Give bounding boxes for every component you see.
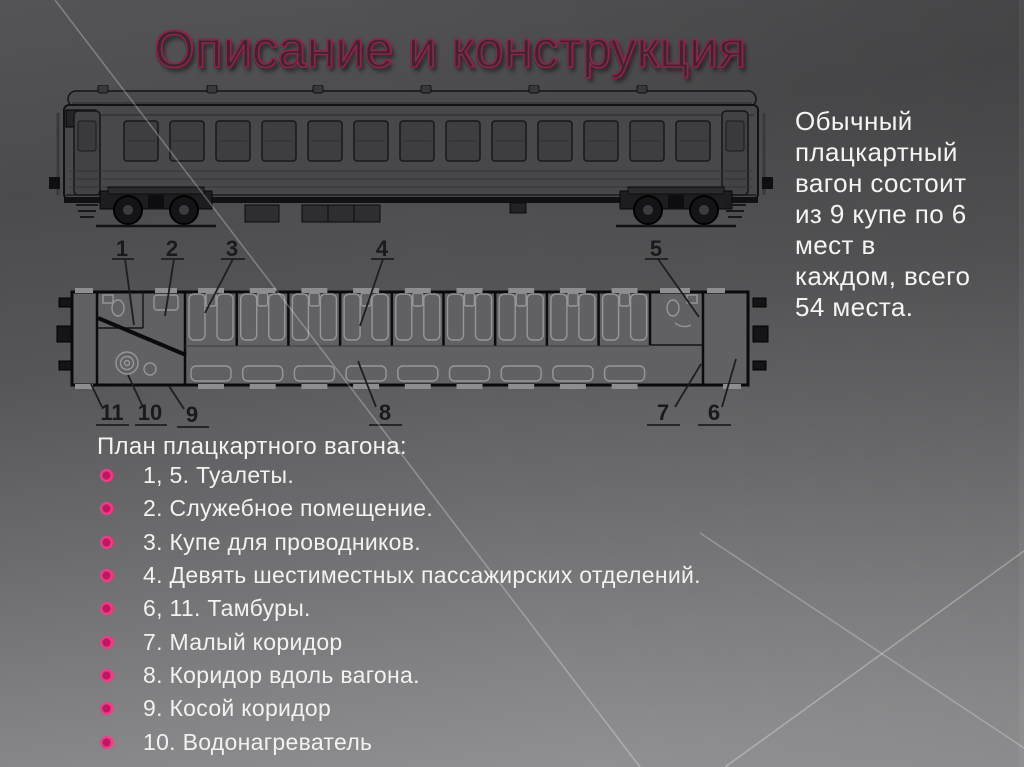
legend-item-text: 9. Косой коридор <box>143 695 332 722</box>
description-line: плацкартный <box>795 137 958 167</box>
bullet-icon <box>100 535 113 549</box>
plan-label-5: 5 <box>650 236 662 261</box>
plan-label-7: 7 <box>657 400 669 425</box>
plan-label-9: 9 <box>186 402 198 427</box>
description-line: Обычный <box>795 106 913 136</box>
right-end-area <box>648 288 741 389</box>
bullet-icon <box>100 502 113 516</box>
list-item: 2. Служебное помещение. <box>0 492 800 525</box>
description-text: Обычный плацкартный вагон состоит из 9 к… <box>795 106 1015 323</box>
legend-item-text: 8. Коридор вдоль вагона. <box>143 661 420 688</box>
right-bogie <box>614 185 738 228</box>
bullet-icon <box>100 668 113 682</box>
bullet-icon <box>100 635 113 649</box>
legend-item-text: 10. Водонагреватель <box>143 728 373 755</box>
description-line: 54 места. <box>795 292 914 322</box>
left-bogie <box>94 185 218 228</box>
description-line: вагон состоит <box>795 168 967 198</box>
service-area <box>75 288 187 389</box>
list-item: 7. Малый коридор <box>0 625 800 658</box>
railcar-side-view-drawing <box>49 85 773 228</box>
plan-buffers <box>56 297 769 371</box>
plan-label-8: 8 <box>379 400 391 425</box>
list-item: 4. Девять шестиместных пассажирских отде… <box>0 559 800 592</box>
legend-item-text: 1, 5. Туалеты. <box>143 462 295 489</box>
bullet-icon <box>100 569 113 583</box>
plan-label-10: 10 <box>138 400 162 425</box>
plan-heading: План плацкартного вагона: <box>97 433 407 460</box>
bullet-icon <box>100 702 113 716</box>
description-line: из 9 купе по 6 <box>795 199 967 229</box>
plan-label-4: 4 <box>376 236 389 261</box>
list-item: 1, 5. Туалеты. <box>0 459 800 492</box>
legend-list: 1, 5. Туалеты. 2. Служебное помещение. 3… <box>0 459 800 759</box>
plan-label-1: 1 <box>116 236 128 261</box>
legend-item-text: 7. Малый коридор <box>143 628 343 655</box>
legend-item-text: 2. Служебное помещение. <box>143 495 434 522</box>
page-title: Описание и конструкция <box>153 20 747 80</box>
bullet-icon <box>100 469 113 483</box>
roof-vents <box>97 85 648 94</box>
bullet-icon <box>100 602 113 616</box>
railcar-floor-plan-drawing: 1 2 3 4 5 11 10 9 8 7 6 <box>56 236 769 428</box>
list-item: 8. Коридор вдоль вагона. <box>0 659 800 692</box>
diagonal-corridor <box>97 316 187 357</box>
underfloor-boxes <box>244 202 527 223</box>
plan-label-3: 3 <box>226 236 238 261</box>
list-item: 9. Косой коридор <box>0 692 800 725</box>
list-item: 6, 11. Тамбуры. <box>0 592 800 625</box>
list-item: 3. Купе для проводников. <box>0 526 800 559</box>
legend-item-text: 3. Купе для проводников. <box>143 528 421 555</box>
plan-label-2: 2 <box>166 236 178 261</box>
description-line: мест в <box>795 230 876 260</box>
bullet-icon <box>100 735 113 749</box>
description-line: каждом, всего <box>795 261 971 291</box>
legend-item-text: 6, 11. Тамбуры. <box>143 595 311 622</box>
leader-lines <box>90 258 737 428</box>
legend-item-text: 4. Девять шестиместных пассажирских отде… <box>143 562 701 589</box>
plan-label-6: 6 <box>708 400 720 425</box>
list-item: 10. Водонагреватель <box>0 725 800 758</box>
plan-label-11: 11 <box>100 400 123 425</box>
